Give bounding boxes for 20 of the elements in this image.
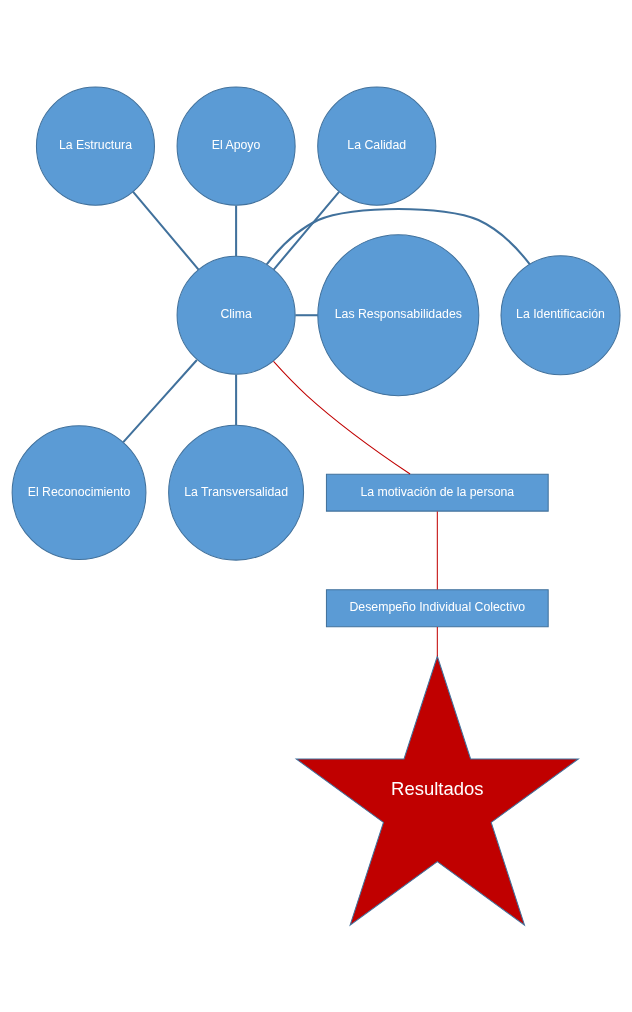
node-box: La motivación de la persona (325, 473, 549, 512)
connector (265, 207, 531, 266)
connector (436, 510, 438, 591)
connector (273, 360, 411, 475)
connector (235, 374, 238, 425)
node-circle: La Estructura (35, 86, 155, 206)
node-box: Desempeño Individual Colectivo (325, 589, 549, 628)
node-circle: La Calidad (317, 86, 437, 206)
connector (122, 359, 198, 443)
node-circle: El Reconocimiento (11, 425, 147, 561)
connector (235, 205, 238, 257)
connector (272, 191, 340, 271)
connector (295, 314, 318, 317)
connector (132, 191, 200, 271)
node-circle: El Apoyo (176, 86, 296, 206)
node-circle: Las Responsabilidades (317, 234, 480, 397)
node-circle: Clima (176, 255, 296, 375)
node-circle: La Transversalidad (168, 424, 305, 561)
node-circle: La Identificación (500, 255, 621, 376)
connector (436, 626, 438, 657)
